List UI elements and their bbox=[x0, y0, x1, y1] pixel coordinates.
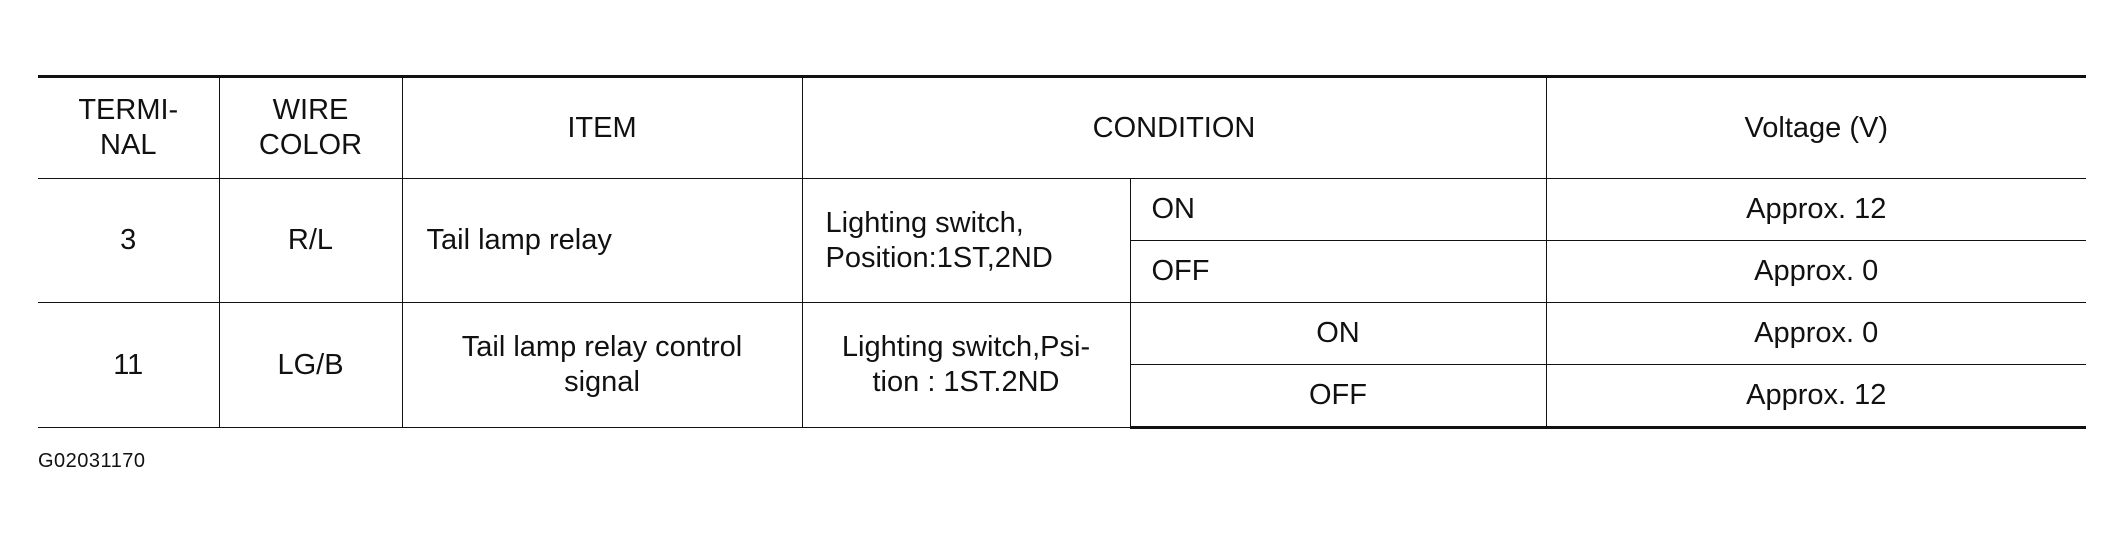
item-cell: Tail lamp relay control signal bbox=[401, 302, 803, 428]
condition-cell: Lighting switch, Position:1ST,2ND bbox=[801, 178, 1131, 303]
state-cell: OFF bbox=[1129, 240, 1547, 303]
table-row: 11 LG/B Tail lamp relay control signal L… bbox=[38, 302, 2086, 428]
terminal-cell: 11 bbox=[38, 302, 220, 428]
table-row: OFF Approx. 0 bbox=[38, 240, 2086, 303]
condition-cell: Lighting switch,Psi- tion : 1ST.2ND bbox=[801, 302, 1131, 428]
wire-color-cell: R/L bbox=[218, 178, 403, 303]
table-row: OFF Approx. 12 bbox=[38, 364, 2086, 429]
voltage-cell: Approx. 12 bbox=[1545, 364, 2086, 429]
table-row: 3 R/L Tail lamp relay Lighting switch, P… bbox=[38, 178, 2086, 303]
figure-id: G02031170 bbox=[38, 450, 146, 472]
header-item: ITEM bbox=[401, 75, 803, 179]
state-cell: ON bbox=[1129, 178, 1547, 241]
header-terminal: TERMI- NAL bbox=[38, 75, 220, 179]
header-voltage: Voltage (V) bbox=[1545, 75, 2086, 179]
terminal-cell: 3 bbox=[38, 178, 220, 303]
terminal-voltage-table: TERMI- NAL WIRE COLOR ITEM CONDITION Vol… bbox=[38, 75, 2086, 429]
voltage-cell: Approx. 0 bbox=[1545, 302, 2086, 365]
item-cell: Tail lamp relay bbox=[401, 178, 803, 303]
wire-color-cell: LG/B bbox=[218, 302, 403, 428]
voltage-cell: Approx. 12 bbox=[1545, 178, 2086, 241]
voltage-cell: Approx. 0 bbox=[1545, 240, 2086, 303]
header-wire-color: WIRE COLOR bbox=[218, 75, 403, 179]
state-cell: OFF bbox=[1129, 364, 1547, 429]
header-condition: CONDITION bbox=[801, 75, 1547, 179]
state-cell: ON bbox=[1129, 302, 1547, 365]
table-header-row: TERMI- NAL WIRE COLOR ITEM CONDITION Vol… bbox=[38, 75, 2086, 179]
